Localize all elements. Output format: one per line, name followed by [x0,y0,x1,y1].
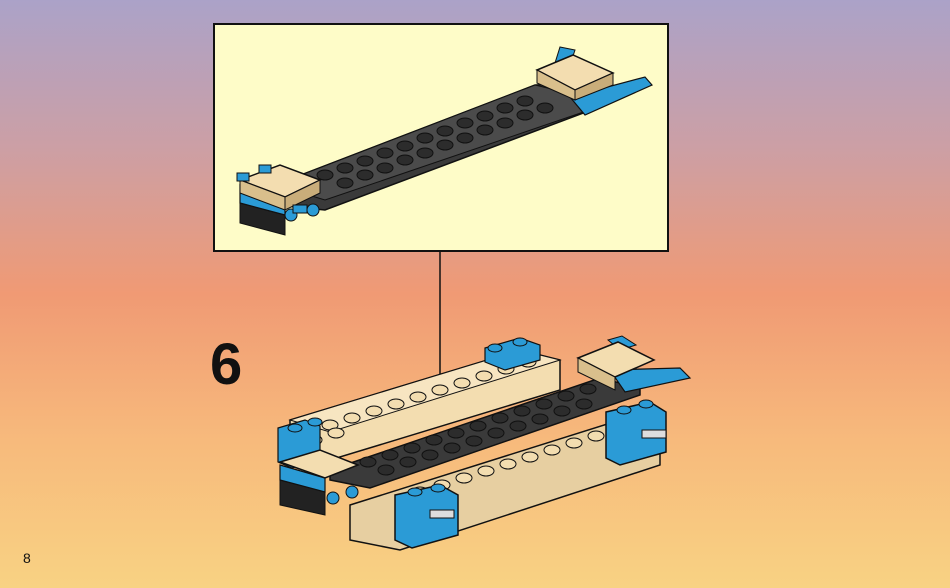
step-number: 6 [210,336,242,394]
page-number: 8 [23,550,31,566]
axle-front [430,510,454,518]
axle-right [642,430,666,438]
